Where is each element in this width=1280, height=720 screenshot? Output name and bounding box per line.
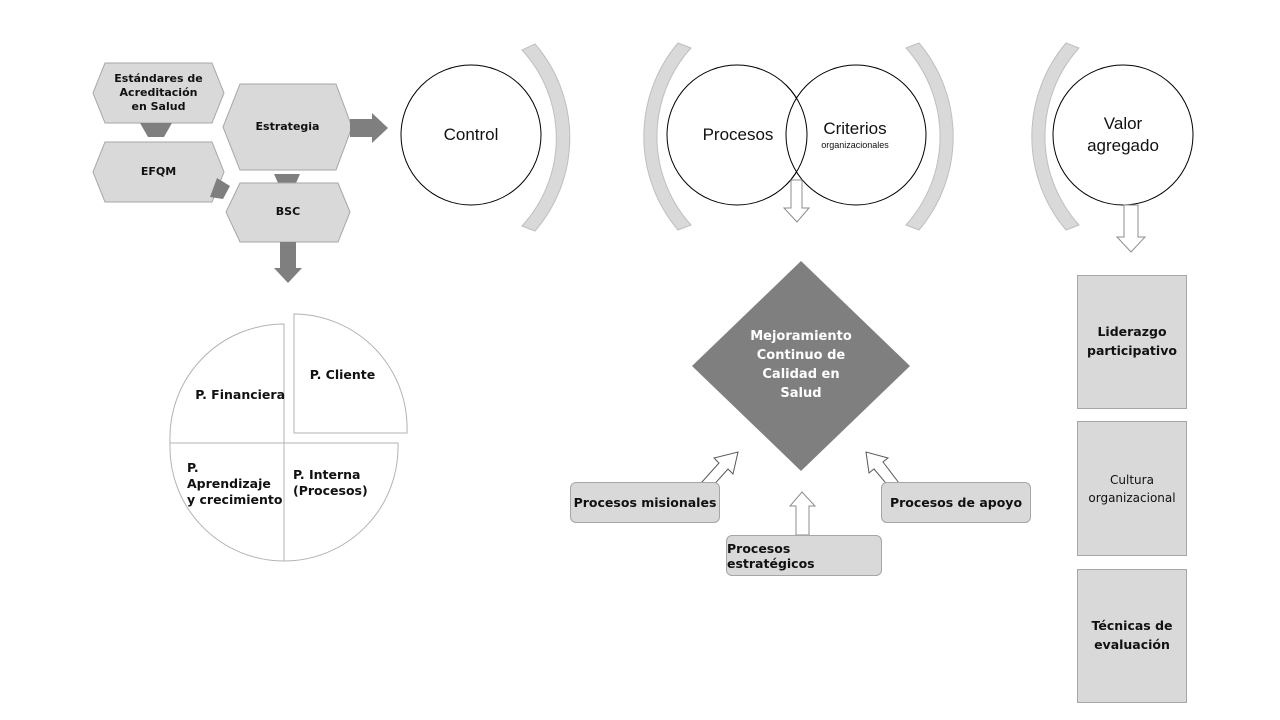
hex-connector-acreditacion-efqm bbox=[140, 123, 172, 137]
circle-procesos-overlap-edge bbox=[785, 84, 808, 186]
label-aprendizaje-line2: y crecimiento bbox=[187, 492, 283, 508]
box-liderazgo[interactable]: Liderazgo participativo bbox=[1077, 275, 1187, 409]
label-interna-line1: P. Interna bbox=[293, 466, 361, 482]
box-procesos-apoyo[interactable]: Procesos de apoyo bbox=[881, 482, 1031, 523]
box-cultura[interactable]: Cultura organizacional bbox=[1077, 421, 1187, 556]
label-mejoramiento-line3: Calidad en bbox=[762, 367, 840, 382]
label-acreditacion-line3: en Salud bbox=[131, 100, 186, 114]
label-liderazgo-line1: Liderazgo bbox=[1097, 324, 1167, 340]
label-efqm: EFQM bbox=[140, 164, 177, 178]
label-aprendizaje: P. Aprendizaje y crecimiento bbox=[175, 460, 283, 508]
label-acreditacion-line1: Estándares de bbox=[114, 71, 203, 85]
hex-bsc[interactable] bbox=[225, 182, 351, 243]
hex-connector-efqm-bsc bbox=[210, 178, 230, 199]
arc-procesos-left bbox=[643, 42, 692, 231]
circle-valor[interactable] bbox=[1052, 64, 1194, 206]
hex-efqm[interactable] bbox=[92, 141, 225, 203]
label-cliente: P. Cliente bbox=[309, 366, 376, 382]
label-mejoramiento-line4: Salud bbox=[780, 385, 822, 401]
label-valor-line2: agregado bbox=[1087, 136, 1159, 155]
arc-valor-left bbox=[1031, 42, 1080, 231]
hex-acreditacion[interactable] bbox=[92, 62, 225, 124]
label-interna-line2: (Procesos) bbox=[293, 483, 368, 498]
arrow-valor-down bbox=[1115, 204, 1147, 253]
arrow-circles-down bbox=[782, 179, 811, 223]
label-procesos: Procesos bbox=[702, 124, 774, 144]
label-acreditacion-line2: Acreditación bbox=[119, 85, 198, 99]
hex-estrategia[interactable] bbox=[222, 83, 353, 171]
circle-criterios[interactable] bbox=[785, 64, 927, 206]
label-estrategia: Estrategia bbox=[255, 119, 320, 133]
box-tecnicas[interactable]: Técnicas de evaluación bbox=[1077, 569, 1187, 703]
label-mejoramiento-line2: Continuo de bbox=[756, 348, 846, 364]
label-tecnicas-line2: evaluación bbox=[1094, 637, 1170, 652]
quadrant-interna[interactable] bbox=[283, 442, 399, 562]
label-liderazgo-line2: participativo bbox=[1087, 343, 1177, 358]
quadrant-financiera[interactable] bbox=[169, 323, 285, 444]
label-acreditacion: Estándares de Acreditación en Salud bbox=[93, 63, 224, 123]
arc-control-right bbox=[521, 43, 571, 232]
label-valor: Valor agregado bbox=[1053, 110, 1193, 160]
box-procesos-misionales[interactable]: Procesos misionales bbox=[570, 482, 720, 523]
label-valor-line1: Valor bbox=[1103, 113, 1143, 133]
label-criterios: Criterios organizacionales bbox=[790, 114, 920, 156]
label-control: Control bbox=[443, 124, 499, 144]
label-criterios-main: Criterios bbox=[823, 119, 887, 139]
quadrant-cliente[interactable] bbox=[293, 313, 408, 434]
circle-control[interactable] bbox=[400, 64, 542, 206]
arrow-bsc-perspectives bbox=[274, 242, 302, 283]
label-mejoramiento: Mejoramiento Continuo de Calidad en Salu… bbox=[736, 326, 866, 406]
label-mejoramiento-line1: Mejoramiento bbox=[750, 329, 852, 345]
label-bsc: BSC bbox=[275, 205, 301, 219]
label-tecnicas-line1: Técnicas de bbox=[1091, 618, 1173, 634]
arc-criterios-right bbox=[905, 42, 954, 231]
label-aprendizaje-line1: P. Aprendizaje bbox=[187, 459, 271, 491]
arrow-estrategicos-up bbox=[788, 491, 817, 536]
label-interna: P. Interna (Procesos) bbox=[293, 462, 383, 504]
label-criterios-sub: organizacionales bbox=[821, 139, 889, 150]
arrow-estrategia-control bbox=[350, 113, 388, 143]
label-cultura-line1: Cultura bbox=[1110, 472, 1154, 487]
quadrant-aprendizaje[interactable] bbox=[169, 442, 285, 562]
diamond-mejoramiento[interactable] bbox=[692, 261, 910, 471]
box-procesos-estrategicos[interactable]: Procesos estratégicos bbox=[726, 535, 882, 576]
hex-connector-estrategia-bsc bbox=[274, 174, 300, 183]
label-cultura-line2: organizacional bbox=[1088, 490, 1176, 505]
label-financiera: P. Financiera bbox=[195, 386, 285, 402]
